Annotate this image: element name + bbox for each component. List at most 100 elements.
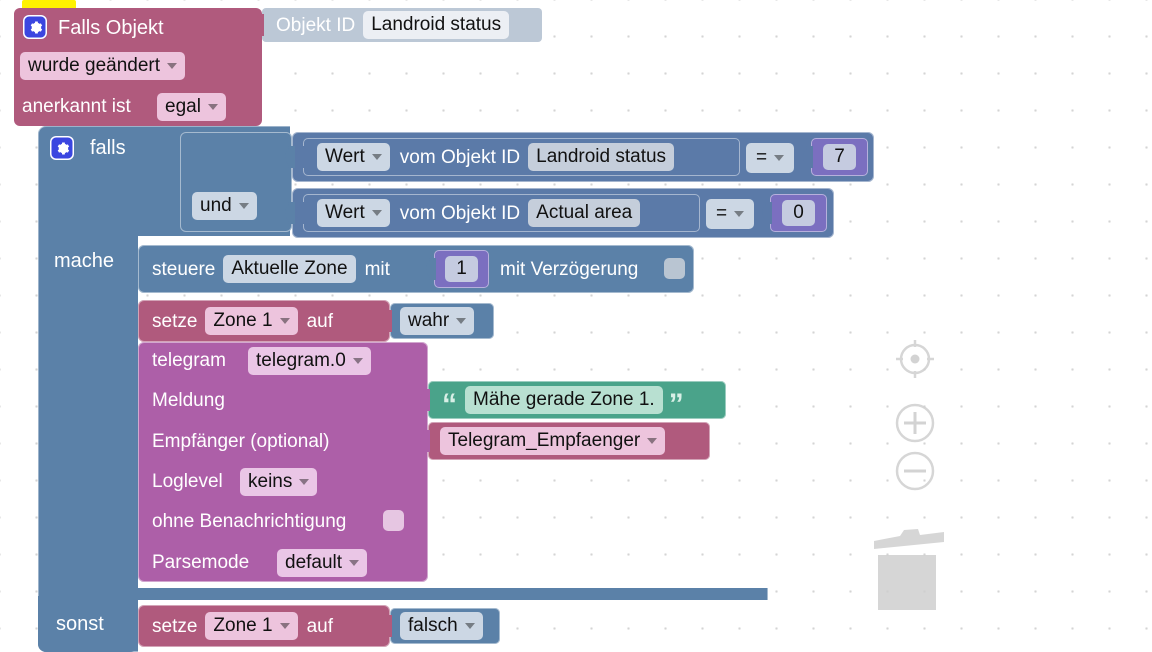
set-to-label-false: auf (306, 615, 333, 637)
set-verb-false: setze (152, 615, 198, 637)
set-variable-block-true[interactable]: setze Zone 1 auf (138, 300, 390, 342)
text-block[interactable]: “ Mähe gerade Zone 1. ” (420, 381, 726, 421)
telegram-block[interactable] (138, 342, 428, 582)
chevron-down-icon (774, 154, 785, 161)
comparator-value-1: = (756, 147, 768, 168)
number-value-1: 7 (834, 146, 845, 168)
telegram-parsemode-dropdown[interactable]: default (277, 549, 368, 577)
chevron-down-icon (279, 623, 290, 629)
control-value-number-block[interactable]: 1 (426, 250, 489, 288)
puzzle-connector (296, 202, 306, 224)
boolean-dropdown-true[interactable]: wahr (400, 307, 475, 335)
boolean-value-false: falsch (408, 615, 458, 637)
getter-from-label-1: vom Objekt ID (399, 146, 521, 168)
zoom-reset-icon[interactable] (890, 334, 940, 384)
comparator-dropdown-2[interactable]: = (706, 199, 755, 229)
control-target-field[interactable]: Aktuelle Zone (223, 255, 356, 283)
set-verb-true: setze (152, 310, 198, 332)
chevron-down-icon (464, 623, 475, 629)
getter-object-id-value-2: Actual area (536, 202, 633, 224)
set-to-label-true: auf (306, 310, 333, 332)
zoom-in-icon[interactable] (890, 398, 940, 448)
control-statement-block[interactable]: steuere Aktuelle Zone mit (138, 245, 694, 293)
trigger-change-mode-dropdown[interactable]: wurde geändert (20, 52, 186, 80)
trigger-change-mode-value: wurde geändert (28, 55, 161, 76)
puzzle-connector (426, 258, 436, 280)
puzzle-connector (296, 146, 306, 168)
text-value-field[interactable]: Mähe gerade Zone 1. (465, 386, 663, 414)
telegram-parsemode-label: Parsemode (152, 552, 250, 573)
get-value-block-1[interactable]: Wert vom Objekt ID Landroid status (296, 138, 740, 176)
getter-value-2: Wert (325, 202, 365, 224)
gear-icon[interactable] (23, 15, 47, 39)
get-variable-block[interactable]: Telegram_Empfaenger (420, 422, 710, 460)
puzzle-connector (382, 310, 392, 332)
recipient-variable-dropdown[interactable]: Telegram_Empfaenger (440, 427, 666, 455)
number-value-2: 0 (793, 202, 804, 224)
trigger-ack-dropdown[interactable]: egal (157, 93, 226, 121)
control-value-field[interactable]: 1 (445, 256, 478, 282)
boolean-dropdown-false[interactable]: falsch (400, 612, 483, 640)
getter-from-label-2: vom Objekt ID (399, 202, 521, 224)
control-verb: steuere (152, 258, 216, 280)
number-field-1[interactable]: 7 (823, 144, 856, 170)
telegram-loglevel-dropdown[interactable]: keins (240, 468, 318, 496)
chevron-down-icon (279, 318, 290, 324)
puzzle-connector (762, 202, 772, 224)
do-label: mache (54, 250, 115, 272)
chevron-down-icon (207, 103, 218, 110)
logic-operator-dropdown[interactable]: und (192, 192, 257, 220)
trash-icon[interactable] (872, 525, 946, 610)
trigger-title: Falls Objekt (58, 17, 164, 39)
getter-dropdown-1[interactable]: Wert (317, 143, 390, 171)
number-field-2[interactable]: 0 (782, 200, 815, 226)
zoom-out-icon[interactable] (890, 446, 940, 496)
set-variable-dropdown-true[interactable]: Zone 1 (205, 307, 298, 335)
object-id-value: Landroid status (371, 14, 502, 36)
telegram-instance-value: telegram.0 (256, 350, 346, 371)
else-label: sonst (56, 613, 104, 635)
quote-open-icon: “ (442, 388, 457, 421)
logic-operator-value: und (200, 195, 232, 216)
boolean-block-false[interactable]: falsch (382, 608, 500, 644)
trigger-ack-label: anerkannt ist (22, 96, 131, 117)
number-block-2[interactable]: 0 (762, 194, 827, 232)
puzzle-connector (285, 146, 295, 168)
control-target-value: Aktuelle Zone (231, 258, 348, 280)
chevron-down-icon (238, 202, 249, 209)
gear-icon[interactable] (50, 136, 74, 160)
getter-dropdown-2[interactable]: Wert (317, 199, 390, 227)
telegram-silent-checkbox[interactable] (383, 510, 404, 531)
set-variable-value-false: Zone 1 (213, 615, 273, 637)
telegram-instance-label: telegram (152, 350, 226, 371)
if-block-bottom-foot (38, 596, 138, 652)
getter-object-id-2[interactable]: Actual area (528, 199, 641, 227)
text-value: Mähe gerade Zone 1. (473, 389, 655, 411)
object-id-block[interactable]: Objekt ID Landroid status (254, 8, 542, 42)
control-delay-checkbox[interactable] (664, 258, 685, 279)
comparator-value-2: = (716, 203, 728, 224)
getter-object-id-value-1: Landroid status (536, 146, 667, 168)
set-variable-value-true: Zone 1 (213, 310, 273, 332)
puzzle-connector (254, 14, 264, 36)
chevron-down-icon (371, 210, 382, 216)
getter-value-1: Wert (325, 146, 365, 168)
object-id-value-field[interactable]: Landroid status (363, 11, 510, 39)
if-label: falls (90, 137, 126, 159)
telegram-silent-label: ohne Benachrichtigung (152, 511, 347, 532)
quote-close-icon: ” (668, 388, 684, 421)
getter-object-id-1[interactable]: Landroid status (528, 143, 675, 171)
comparator-dropdown-1[interactable]: = (746, 143, 795, 173)
get-value-block-2[interactable]: Wert vom Objekt ID Actual area (296, 194, 700, 232)
recipient-variable-value: Telegram_Empfaenger (448, 430, 641, 452)
telegram-instance-dropdown[interactable]: telegram.0 (248, 347, 371, 375)
puzzle-connector (420, 430, 430, 452)
set-variable-block-false[interactable]: setze Zone 1 auf (138, 605, 390, 647)
number-block-1[interactable]: 7 (803, 138, 868, 176)
puzzle-connector (382, 615, 392, 637)
telegram-recipient-label: Empfänger (optional) (152, 431, 330, 452)
boolean-block-true[interactable]: wahr (382, 303, 494, 339)
selection-marker-bar (22, 0, 76, 10)
set-variable-dropdown-false[interactable]: Zone 1 (205, 612, 298, 640)
